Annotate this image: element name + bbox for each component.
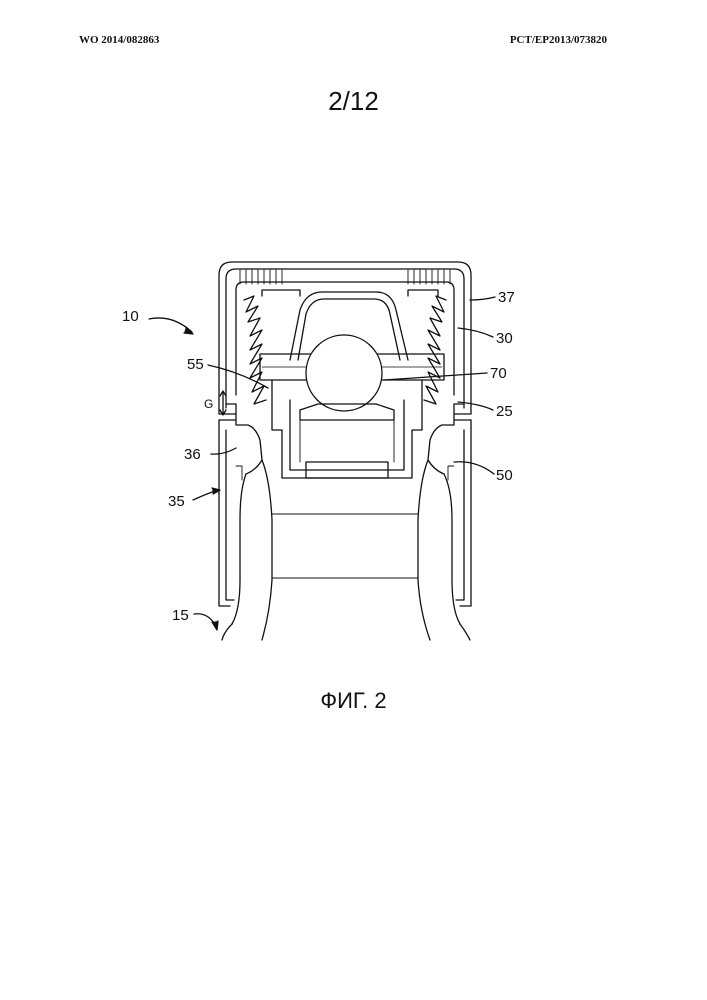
label-30: 30	[496, 330, 513, 347]
label-37: 37	[498, 289, 515, 306]
figure-caption: ФИГ. 2	[0, 688, 707, 714]
label-35: 35	[168, 493, 185, 510]
label-50: 50	[496, 467, 513, 484]
label-25: 25	[496, 403, 513, 420]
label-70: 70	[490, 365, 507, 382]
label-10: 10	[122, 308, 139, 325]
label-g: G	[204, 397, 213, 411]
label-15: 15	[172, 607, 189, 624]
label-55: 55	[187, 356, 204, 373]
label-36: 36	[184, 446, 201, 463]
